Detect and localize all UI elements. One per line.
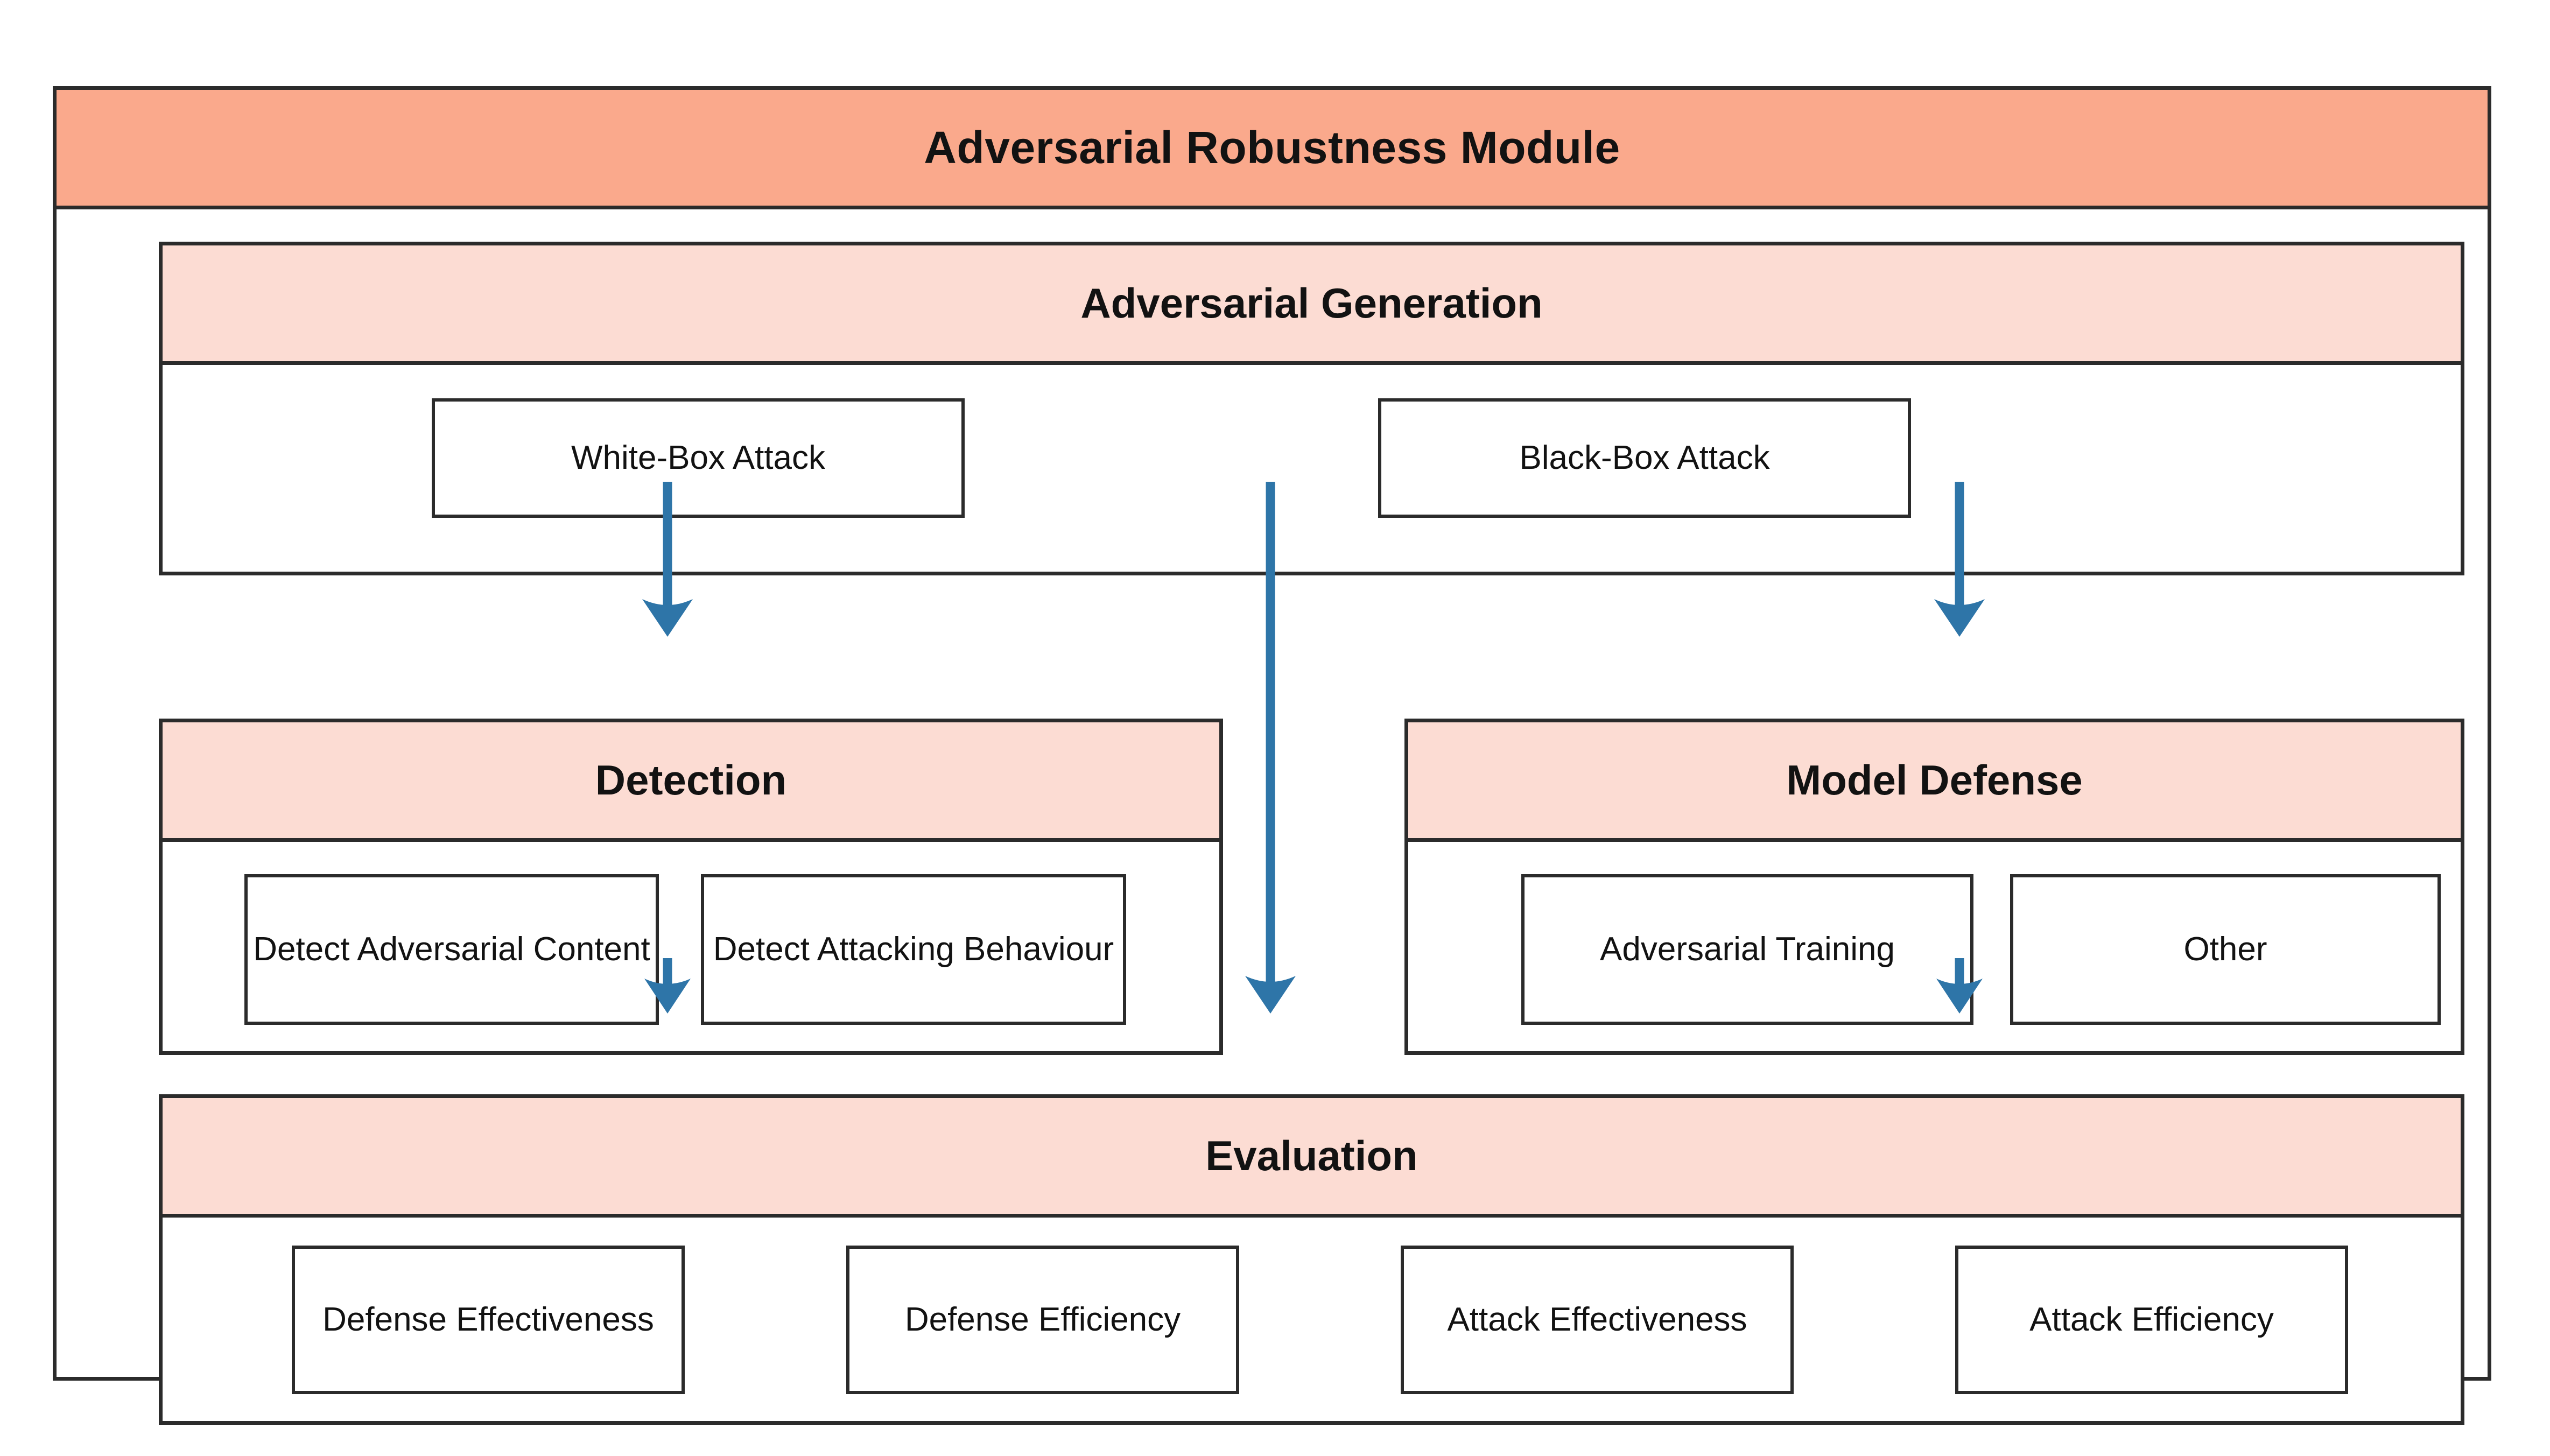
node-detect-attacking-behaviour[interactable]: Detect Attacking Behaviour: [701, 874, 1126, 1025]
module-title: Adversarial Robustness Module: [57, 90, 2488, 209]
adversarial-robustness-module-frame: Adversarial Robustness Module Adversaria…: [53, 86, 2491, 1425]
section-header-adversarial-generation: Adversarial Generation: [163, 245, 2461, 365]
node-attack-efficiency[interactable]: Attack Efficiency: [1955, 1246, 2348, 1394]
node-defense-efficiency[interactable]: Defense Efficiency: [846, 1246, 1239, 1394]
section-header-evaluation: Evaluation: [163, 1098, 2461, 1218]
node-detect-adversarial-content[interactable]: Detect Adversarial Content: [244, 874, 659, 1025]
section-adversarial-generation: Adversarial Generation White-Box Attack …: [159, 242, 2464, 575]
node-adversarial-training[interactable]: Adversarial Training: [1521, 874, 1973, 1025]
node-attack-effectiveness[interactable]: Attack Effectiveness: [1401, 1246, 1794, 1394]
node-white-box-attack[interactable]: White-Box Attack: [432, 398, 965, 518]
section-body-adversarial-generation: White-Box Attack Black-Box Attack: [163, 365, 2461, 572]
section-header-model-defense: Model Defense: [1408, 722, 2461, 842]
section-model-defense: Model Defense Adversarial Training Other: [1404, 719, 2464, 1055]
node-other[interactable]: Other: [2010, 874, 2441, 1025]
section-detection: Detection Detect Adversarial Content Det…: [159, 719, 1223, 1055]
section-evaluation: Evaluation Defense Effectiveness Defense…: [159, 1094, 2464, 1425]
section-body-model-defense: Adversarial Training Other: [1408, 842, 2461, 1051]
section-header-detection: Detection: [163, 722, 1219, 842]
section-body-detection: Detect Adversarial Content Detect Attack…: [163, 842, 1219, 1051]
node-defense-effectiveness[interactable]: Defense Effectiveness: [292, 1246, 685, 1394]
node-black-box-attack[interactable]: Black-Box Attack: [1378, 398, 1911, 518]
section-body-evaluation: Defense Effectiveness Defense Efficiency…: [163, 1218, 2461, 1421]
